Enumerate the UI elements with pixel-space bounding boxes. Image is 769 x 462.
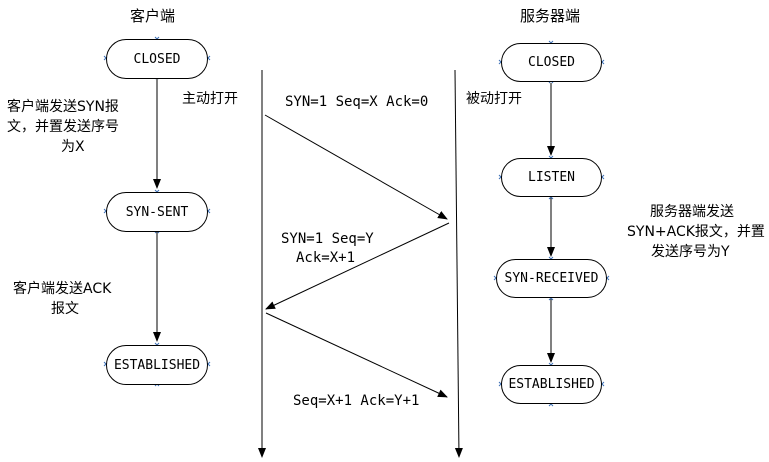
server-title: 服务器端	[520, 7, 581, 25]
message-synack-label-line2: Ack=X+1	[296, 250, 356, 266]
message-syn-label: SYN=1 Seq=X Ack=0	[285, 94, 429, 110]
server-note-line1: 服务器端发送	[650, 204, 734, 220]
server-state-closed: CLOSED	[501, 43, 602, 82]
server-passive-open: 被动打开	[466, 91, 522, 107]
message-synack-label-line1: SYN=1 Seq=Y	[281, 231, 374, 247]
client-active-open: 主动打开	[182, 91, 238, 107]
client-note-send-ack-line1: 客户端发送ACK	[13, 281, 112, 297]
client-state-syn-sent: SYN-SENT	[106, 192, 208, 232]
server-state-listen: LISTEN	[501, 158, 602, 197]
server-state-established: ESTABLISHED	[501, 365, 602, 404]
server-state-syn-received: SYN-RECEIVED	[496, 259, 607, 298]
server-note-line3: 发送序号为Y	[651, 244, 730, 260]
client-state-closed: CLOSED	[106, 39, 208, 79]
client-note-send-ack-line2: 报文	[51, 301, 79, 317]
message-ack-arrow	[265, 312, 448, 398]
client-note-send-syn-line3: 为X	[61, 139, 85, 155]
server-timeline	[454, 69, 463, 458]
client-note-send-syn-line1: 客户端发送SYN报	[7, 99, 119, 115]
client-note-send-syn-line2: 文，并置发送序号	[7, 119, 119, 135]
client-state-established: ESTABLISHED	[106, 345, 208, 385]
message-ack-label: Seq=X+1 Ack=Y+1	[293, 393, 420, 409]
server-note-line2: SYN+ACK报文，并置	[627, 224, 765, 240]
message-syn-arrow	[264, 114, 448, 220]
message-synack-arrow	[265, 222, 450, 310]
client-title: 客户端	[130, 7, 176, 25]
